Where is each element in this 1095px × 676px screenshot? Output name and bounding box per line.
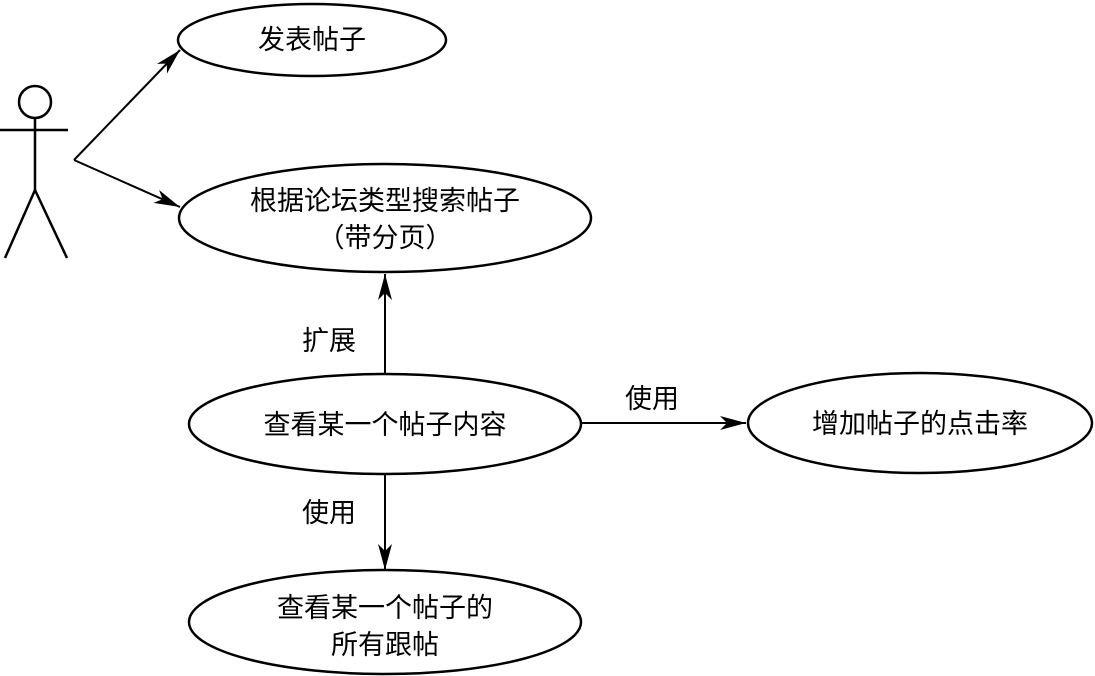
usecase-view-replies: 查看某一个帖子的 所有跟帖 (187, 568, 583, 676)
actor-right-leg (33, 189, 69, 259)
use-label-click-rate: 使用 (625, 384, 679, 415)
usecase-post-shape (176, 2, 448, 78)
association-arrow-search (73, 159, 181, 208)
usecase-view-replies-label-line2: 所有跟帖 (331, 630, 439, 661)
actor-icon (0, 84, 69, 259)
extend-label: 扩展 (302, 326, 356, 357)
usecase-click-rate: 增加帖子的点击率 (746, 371, 1094, 475)
association-arrow-post (73, 49, 181, 161)
usecase-view-post: 查看某一个帖子内容 (187, 372, 583, 476)
usecase-search-shape (177, 162, 593, 274)
actor-head (17, 84, 53, 120)
usecase-post-label: 发表帖子 (258, 25, 366, 56)
usecase-view-replies-label-line1: 查看某一个帖子的 (277, 593, 493, 624)
usecase-search-label-line1: 根据论坛类型搜索帖子 (250, 186, 520, 217)
usecase-click-rate-label: 增加帖子的点击率 (812, 409, 1028, 440)
use-label-replies: 使用 (302, 498, 356, 529)
usecase-search-label-line2: （带分页） (318, 223, 453, 254)
usecase-search: 根据论坛类型搜索帖子 （带分页） (177, 162, 593, 274)
actor-left-leg (3, 189, 37, 259)
usecase-click-rate-shape (746, 371, 1094, 475)
usecase-post: 发表帖子 (176, 2, 448, 78)
usecase-view-post-label: 查看某一个帖子内容 (264, 410, 507, 441)
